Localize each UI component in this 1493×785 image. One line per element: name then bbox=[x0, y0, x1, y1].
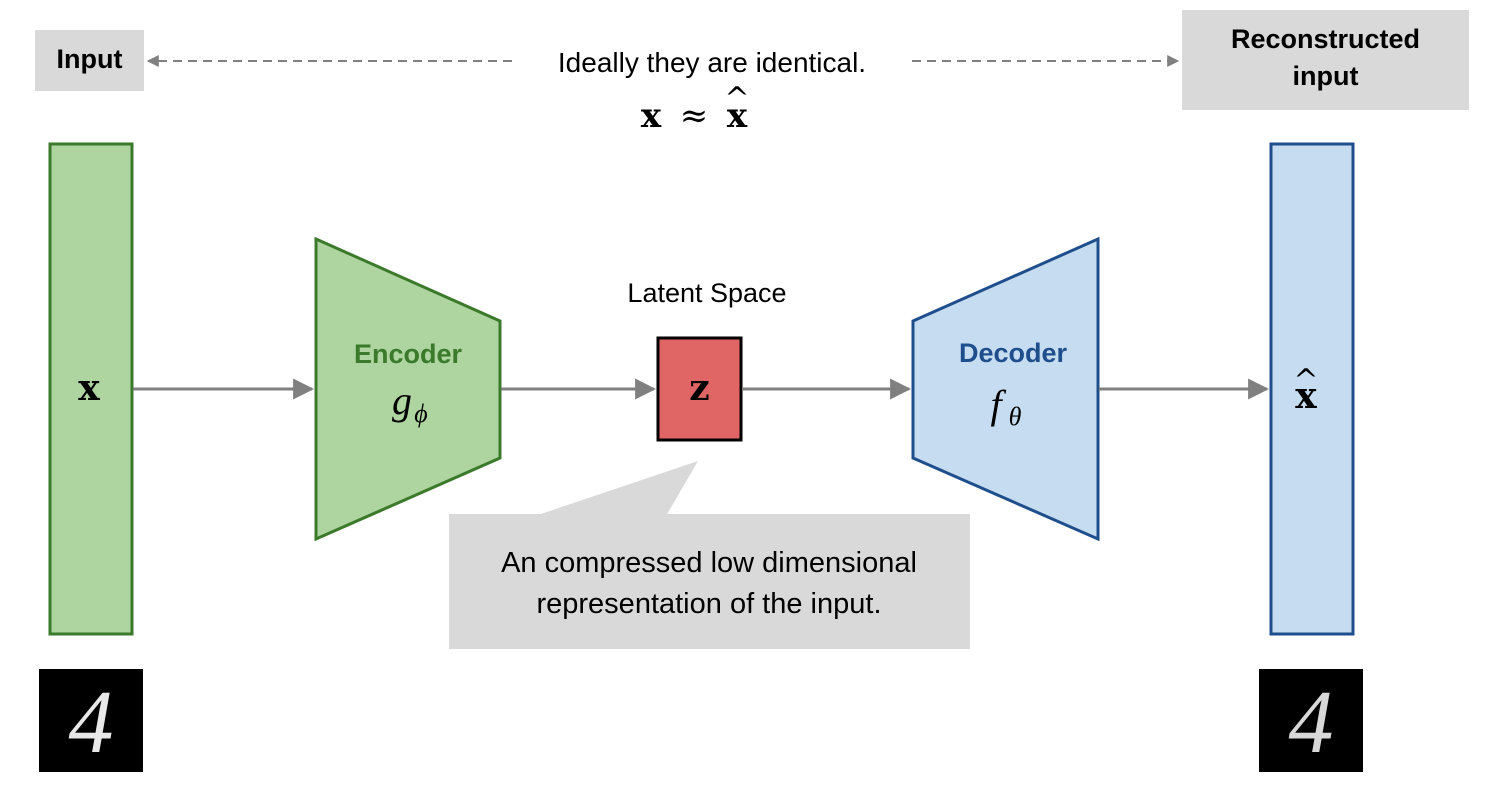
input-symbol: x bbox=[78, 367, 100, 409]
reconstructed-label-box: Reconstructed input bbox=[1182, 10, 1469, 110]
equation-x-hat: x bbox=[727, 96, 748, 136]
input-digit: 4 bbox=[69, 673, 114, 772]
reconstructed-label-line1: Reconstructed bbox=[1231, 24, 1420, 54]
encoder-subscript: ϕ bbox=[414, 399, 427, 428]
latent-callout: An compressed low dimensional representa… bbox=[449, 461, 970, 649]
callout-line1: An compressed low dimensional bbox=[501, 547, 917, 579]
latent-symbol: z bbox=[689, 367, 709, 409]
equation-hat-mark: ^ bbox=[724, 81, 749, 116]
callout-line2: representation of the input. bbox=[536, 588, 881, 620]
reconstructed-label-line2: input bbox=[1293, 61, 1359, 91]
encoder-title: Encoder bbox=[354, 339, 463, 369]
input-digit-image: 4 bbox=[39, 669, 143, 772]
input-bar bbox=[48, 142, 134, 636]
output-symbol: x bbox=[1295, 375, 1317, 417]
decoder-title: Decoder bbox=[959, 338, 1068, 368]
input-label: Input bbox=[57, 44, 123, 74]
latent-space-caption: Latent Space bbox=[627, 278, 786, 308]
encoder-func: g bbox=[392, 378, 412, 423]
equation: x ≈ x ^ bbox=[641, 81, 750, 136]
equation-approx: ≈ bbox=[680, 96, 709, 136]
decoder-subscript: θ bbox=[1009, 402, 1022, 431]
input-label-box: Input bbox=[35, 30, 144, 91]
identical-caption: Ideally they are identical. bbox=[558, 47, 866, 78]
encoder-block bbox=[314, 236, 502, 542]
output-bar bbox=[1269, 142, 1355, 636]
output-digit: 4 bbox=[1289, 673, 1334, 772]
latent-box bbox=[656, 336, 743, 442]
decoder-block bbox=[911, 236, 1100, 542]
equation-x: x bbox=[641, 96, 662, 136]
output-hat-mark: ^ bbox=[1293, 363, 1318, 398]
output-digit-image: 4 bbox=[1259, 669, 1363, 772]
